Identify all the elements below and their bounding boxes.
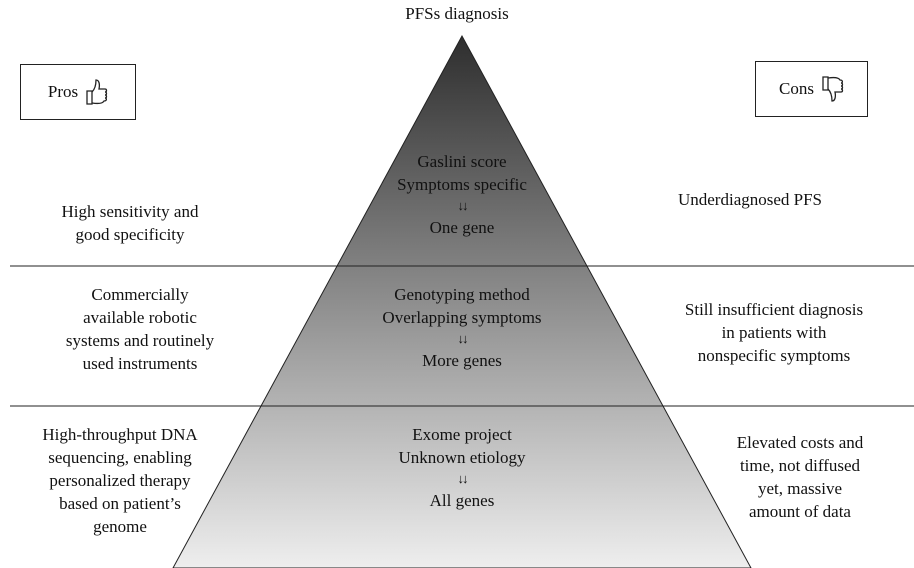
tier2-pros-line: systems and routinely [65,331,215,350]
tier2-pros-line: used instruments [82,354,198,373]
cons-box: Cons [755,61,868,117]
tier3-pros-line: based on patient’s [59,494,181,513]
tier2-cons-line: in patients with [721,323,827,342]
tier3-arrow: ↓↓ [457,471,469,486]
tier3-cons-line: time, not diffused [739,456,861,475]
tier2-pros-line: Commercially [91,285,189,304]
tier2-method: Genotyping method [394,285,530,304]
tier3-pros-text: High-throughput DNA sequencing, enabling… [2,423,238,538]
tier3-pros-line: personalized therapy [49,471,191,490]
tier2-pros-text: Commercially available robotic systems a… [40,283,240,375]
thumbs-down-icon [820,74,844,104]
tier3-cons-text: Elevated costs and time, not diffused ye… [700,431,900,523]
tier1-cons-text: Underdiagnosed PFS [640,188,860,211]
thumbs-up-icon [84,77,108,107]
tier2-cons-line: Still insufficient diagnosis [684,300,864,319]
tier3-pros-line: sequencing, enabling [48,448,192,467]
pros-label: Pros [47,82,79,101]
tier3-cons-line: yet, massive [757,479,843,498]
tier3-pros-line: High-throughput DNA [42,425,198,444]
tier1-cons-line: Underdiagnosed PFS [677,190,823,209]
tier1-pros-text: High sensitivity and good specificity [0,200,260,246]
tier3-center-text: Exome project Unknown etiology ↓↓ All ge… [362,423,562,512]
tier3-pros-line: genome [93,517,147,536]
tier1-pros-line: good specificity [75,225,185,244]
tier1-method: Gaslini score [417,152,507,171]
tier2-genes: More genes [422,351,502,370]
tier3-genes: All genes [429,491,495,510]
tier2-symptoms: Overlapping symptoms [382,308,542,327]
tier3-cons-line: amount of data [749,502,851,521]
tier1-arrow: ↓↓ [457,198,469,213]
tier3-cons-line: Elevated costs and [736,433,864,452]
cons-label: Cons [779,79,814,98]
tier2-center-text: Genotyping method Overlapping symptoms ↓… [352,283,572,372]
tier1-symptoms: Symptoms specific [397,175,527,194]
tier1-center-text: Gaslini score Symptoms specific ↓↓ One g… [362,150,562,239]
tier2-cons-text: Still insufficient diagnosis in patients… [654,298,894,367]
pros-box: Pros [20,64,136,120]
tier3-method: Exome project [412,425,512,444]
tier3-symptoms: Unknown etiology [398,448,526,467]
diagram-title: PFSs diagnosis [405,4,509,23]
tier2-arrow: ↓↓ [457,331,469,346]
tier1-pros-line: High sensitivity and [61,202,199,221]
tier2-pros-line: available robotic [83,308,197,327]
tier2-cons-line: nonspecific symptoms [697,346,851,365]
pyramid-shape [172,34,752,568]
tier1-genes: One gene [429,218,495,237]
